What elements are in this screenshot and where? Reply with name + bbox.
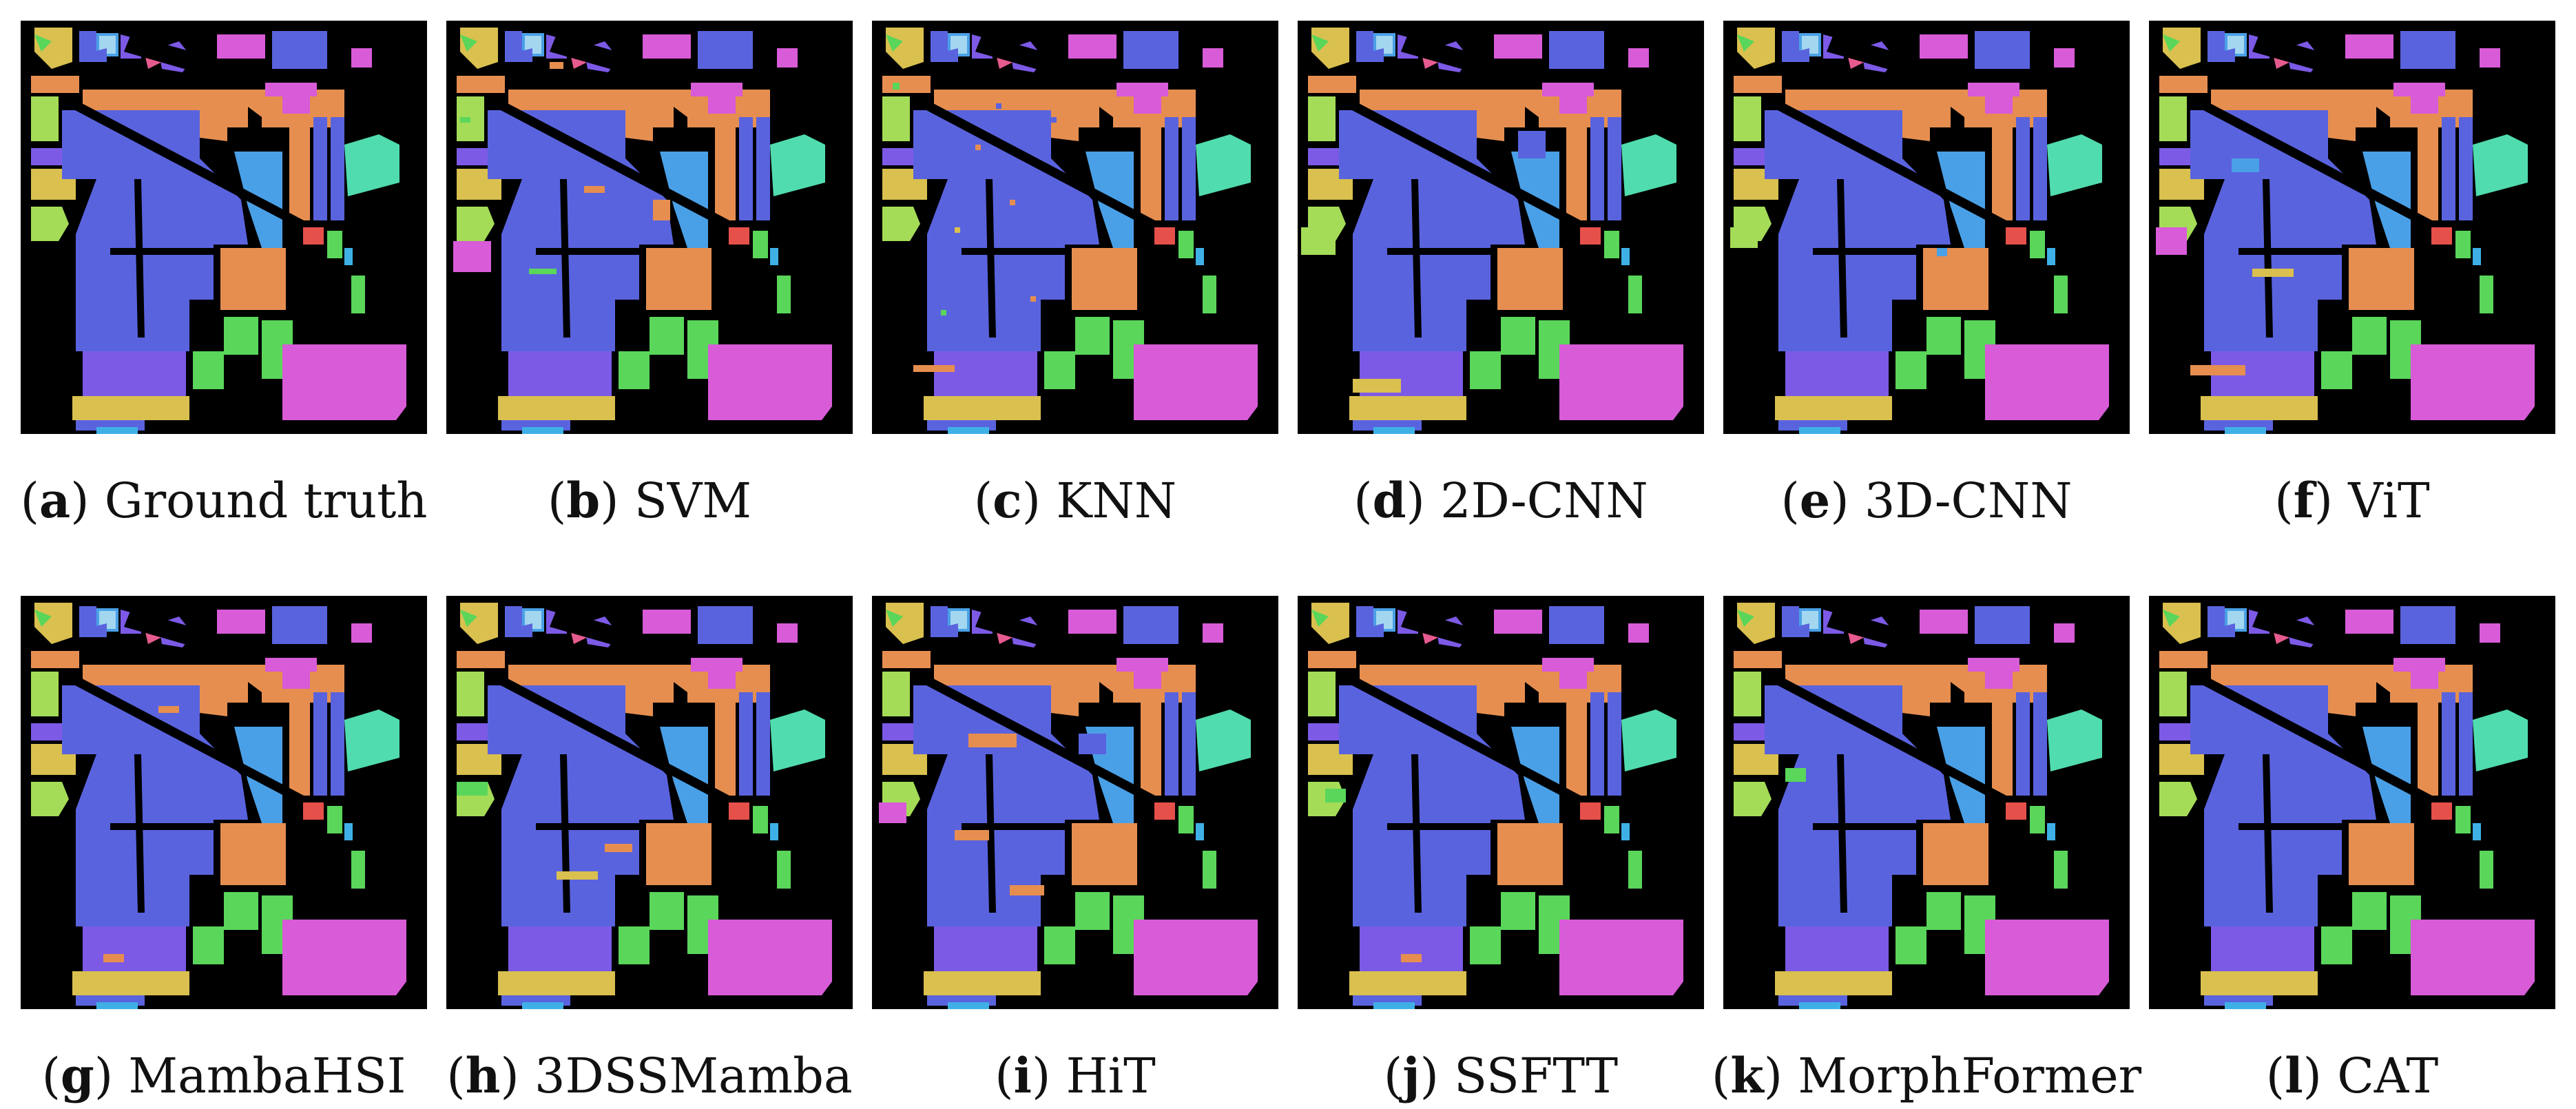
panel-caption: (b) SVM — [547, 472, 751, 529]
panel-caption: (f) ViT — [2274, 472, 2430, 529]
classification-map — [446, 596, 853, 1009]
classification-map — [2149, 596, 2555, 1009]
classification-map — [1298, 21, 1704, 434]
misclassification-noise — [1730, 227, 1947, 256]
misclassification-noise — [1325, 789, 1422, 962]
classification-map — [2149, 21, 2555, 434]
classification-map — [872, 21, 1278, 434]
panel-caption: (g) MambaHSI — [41, 1047, 406, 1104]
classification-map — [21, 21, 427, 434]
panel-caption: (e) 3D-CNN — [1780, 472, 2073, 529]
misclassification-noise — [2156, 158, 2294, 375]
panel-caption: (a) Ground truth — [20, 472, 428, 529]
misclassification-noise — [1785, 768, 1806, 782]
panel-caption: (c) KNN — [973, 472, 1177, 529]
classification-map — [1298, 596, 1704, 1009]
panel-caption: (d) 2D-CNN — [1353, 472, 1648, 529]
panel-caption: (i) HiT — [995, 1047, 1156, 1104]
classification-map — [872, 596, 1278, 1009]
panel-caption: (h) 3DSSMamba — [446, 1047, 853, 1104]
panel-caption: (k) MorphFormer — [1711, 1047, 2142, 1104]
panel-caption: (l) CAT — [2265, 1047, 2439, 1104]
classification-map — [1723, 21, 2130, 434]
misclassification-noise — [893, 83, 1057, 372]
misclassification-noise — [1301, 131, 1546, 393]
misclassification-noise — [103, 706, 179, 962]
classification-map — [21, 596, 427, 1009]
misclassification-noise — [879, 734, 1106, 895]
classification-map — [1723, 596, 2130, 1009]
misclassification-noise — [453, 62, 670, 274]
classification-map — [446, 21, 853, 434]
panel-caption: (j) SSFTT — [1383, 1047, 1619, 1104]
misclassification-noise — [457, 782, 632, 880]
